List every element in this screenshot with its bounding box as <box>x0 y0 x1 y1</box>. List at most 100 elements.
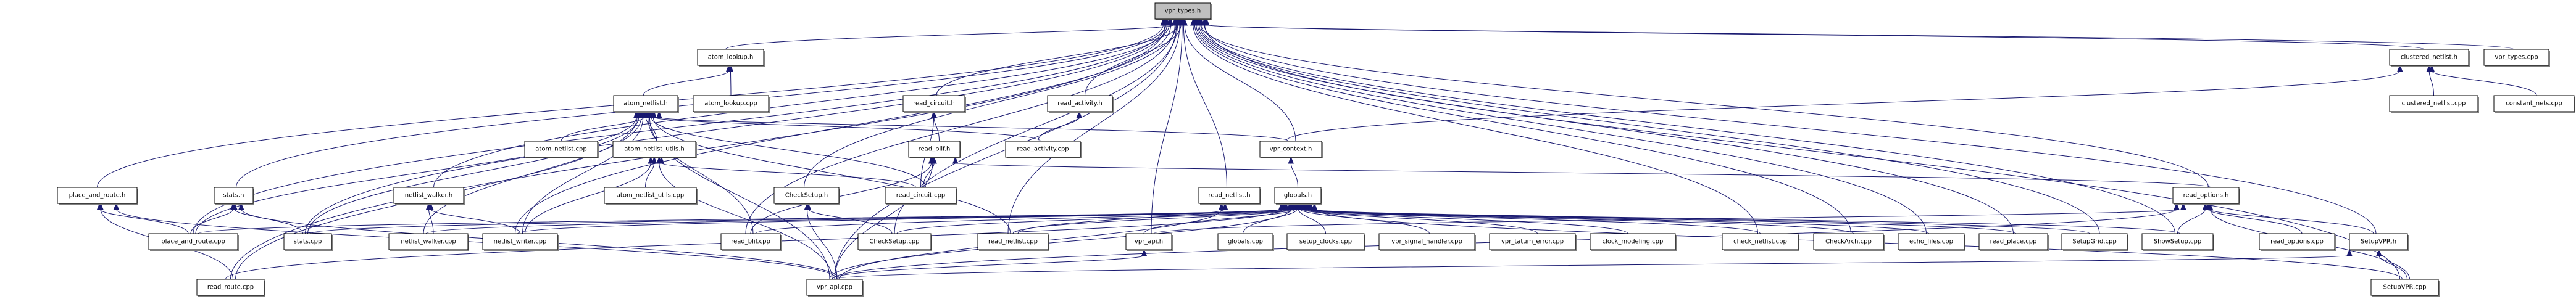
node-box[interactable] <box>885 187 957 204</box>
node-read-route-cpp[interactable]: read_route.cpp <box>196 279 265 297</box>
node-atom-netlist-cpp[interactable]: atom_netlist.cpp <box>524 141 599 158</box>
edge-netlist-writer-cpp-to-atom-netlist-h <box>522 117 644 234</box>
node-box[interactable] <box>857 233 932 250</box>
node-box[interactable] <box>2172 187 2240 204</box>
node-read-circuit-cpp[interactable]: read_circuit.cpp <box>885 187 957 205</box>
node-box[interactable] <box>1198 187 1261 204</box>
node-read-activity-h[interactable]: read_activity.h <box>1047 95 1114 113</box>
node-place-and-route-cpp[interactable]: place_and_route.cpp <box>148 233 239 251</box>
node-box[interactable] <box>2389 49 2469 66</box>
node-vpr-types-cpp[interactable]: vpr_types.cpp <box>2483 49 2550 67</box>
node-box[interactable] <box>1378 233 1475 250</box>
node-box[interactable] <box>2389 95 2478 112</box>
node-box[interactable] <box>1259 141 1322 158</box>
node-box[interactable] <box>977 233 1049 250</box>
node-checksetup-h[interactable]: CheckSetup.h <box>773 187 840 205</box>
node-box[interactable] <box>148 233 238 250</box>
node-box[interactable] <box>1813 233 1884 250</box>
node-box[interactable] <box>524 141 598 158</box>
node-checkarch-cpp[interactable]: CheckArch.cpp <box>1813 233 1885 251</box>
node-check-netlist-cpp[interactable]: check_netlist.cpp <box>1722 233 1799 251</box>
node-box[interactable] <box>393 187 464 204</box>
node-atom-lookup-cpp[interactable]: atom_lookup.cpp <box>693 95 770 113</box>
node-clock-modeling-cpp[interactable]: clock_modeling.cpp <box>1590 233 1677 251</box>
node-vpr-context-h[interactable]: vpr_context.h <box>1259 141 1323 158</box>
node-atom-netlist-utils-h[interactable]: atom_netlist_utils.h <box>612 141 697 158</box>
node-setupgrid-cpp[interactable]: SetupGrid.cpp <box>2061 233 2128 251</box>
node-box[interactable] <box>613 95 678 112</box>
node-globals-h[interactable]: globals.h <box>1274 187 1322 205</box>
node-box[interactable] <box>697 49 764 66</box>
node-read-blif-h[interactable]: read_blif.h <box>908 141 961 158</box>
node-box[interactable] <box>388 233 469 250</box>
node-clustered-netlist-h[interactable]: clustered_netlist.h <box>2389 49 2470 67</box>
node-box[interactable] <box>693 95 769 112</box>
node-box[interactable] <box>1125 233 1172 250</box>
node-box[interactable] <box>1274 187 1322 204</box>
node-vpr-api-h[interactable]: vpr_api.h <box>1125 233 1173 251</box>
edge-globals-h-to-vpr-context-h <box>1290 162 1298 188</box>
node-box[interactable] <box>2483 49 2549 66</box>
node-read-circuit-h[interactable]: read_circuit.h <box>902 95 966 113</box>
node-box[interactable] <box>1005 141 1081 158</box>
node-read-activity-cpp[interactable]: read_activity.cpp <box>1005 141 1082 158</box>
node-box[interactable] <box>1286 233 1365 250</box>
node-read-blif-cpp[interactable]: read_blif.cpp <box>720 233 782 251</box>
node-read-netlist-h[interactable]: read_netlist.h <box>1198 187 1261 205</box>
node-vpr-tatum-error-cpp[interactable]: vpr_tatum_error.cpp <box>1489 233 1577 251</box>
node-box[interactable] <box>612 141 696 158</box>
node-box[interactable] <box>902 95 965 112</box>
node-box[interactable] <box>2349 233 2408 250</box>
node-box[interactable] <box>2141 233 2214 250</box>
node-box[interactable] <box>1978 233 2048 250</box>
node-box[interactable] <box>2370 279 2439 296</box>
node-box[interactable] <box>283 233 332 250</box>
node-vpr-signal-handler-cpp[interactable]: vpr_signal_handler.cpp <box>1378 233 1476 251</box>
node-globals-cpp[interactable]: globals.cpp <box>1217 233 1274 251</box>
node-checksetup-cpp[interactable]: CheckSetup.cpp <box>857 233 932 251</box>
node-box[interactable] <box>1217 233 1273 250</box>
node-box[interactable] <box>1047 95 1113 112</box>
node-setupvpr-cpp[interactable]: SetupVPR.cpp <box>2370 279 2440 297</box>
node-netlist-writer-cpp[interactable]: netlist_writer.cpp <box>482 233 559 251</box>
node-box[interactable] <box>57 187 138 204</box>
node-box[interactable] <box>806 279 863 296</box>
node-box[interactable] <box>196 279 265 296</box>
node-read-options-h[interactable]: read_options.h <box>2172 187 2240 205</box>
node-setup-clocks-cpp[interactable]: setup_clocks.cpp <box>1286 233 1365 251</box>
node-atom-netlist-utils-cpp[interactable]: atom_netlist_utils.cpp <box>604 187 698 205</box>
node-label: read_circuit.h <box>913 100 955 107</box>
node-box[interactable] <box>1590 233 1676 250</box>
node-box[interactable] <box>908 141 961 158</box>
node-stats-h[interactable]: stats.h <box>214 187 254 205</box>
node-box[interactable] <box>214 187 254 204</box>
node-box[interactable] <box>1722 233 1799 250</box>
node-label: clock_modeling.cpp <box>1603 239 1664 245</box>
node-setupvpr-h[interactable]: SetupVPR.h <box>2349 233 2409 251</box>
node-echo-files-cpp[interactable]: echo_files.cpp <box>1898 233 1965 251</box>
node-box[interactable] <box>2493 95 2575 112</box>
node-vpr-api-cpp[interactable]: vpr_api.cpp <box>806 279 864 297</box>
node-box[interactable] <box>773 187 840 204</box>
node-box[interactable] <box>1154 2 1211 20</box>
node-read-place-cpp[interactable]: read_place.cpp <box>1978 233 2049 251</box>
node-netlist-walker-h[interactable]: netlist_walker.h <box>393 187 465 205</box>
node-read-netlist-cpp[interactable]: read_netlist.cpp <box>977 233 1049 251</box>
node-place-and-route-h[interactable]: place_and_route.h <box>57 187 138 205</box>
node-box[interactable] <box>604 187 697 204</box>
node-vpr-types-h[interactable]: vpr_types.h <box>1154 2 1212 20</box>
node-box[interactable] <box>1489 233 1576 250</box>
node-showsetup-cpp[interactable]: ShowSetup.cpp <box>2141 233 2214 251</box>
node-read-options-cpp[interactable]: read_options.cpp <box>2259 233 2336 251</box>
node-box[interactable] <box>2259 233 2335 250</box>
node-atom-lookup-h[interactable]: atom_lookup.h <box>697 49 765 67</box>
node-stats-cpp[interactable]: stats.cpp <box>283 233 333 251</box>
node-netlist-walker-cpp[interactable]: netlist_walker.cpp <box>388 233 469 251</box>
node-box[interactable] <box>1898 233 1965 250</box>
node-constant-nets-cpp[interactable]: constant_nets.cpp <box>2493 95 2575 113</box>
node-atom-netlist-h[interactable]: atom_netlist.h <box>613 95 679 113</box>
node-box[interactable] <box>2061 233 2128 250</box>
node-box[interactable] <box>720 233 781 250</box>
node-box[interactable] <box>482 233 558 250</box>
node-clustered-netlist-cpp[interactable]: clustered_netlist.cpp <box>2389 95 2479 113</box>
